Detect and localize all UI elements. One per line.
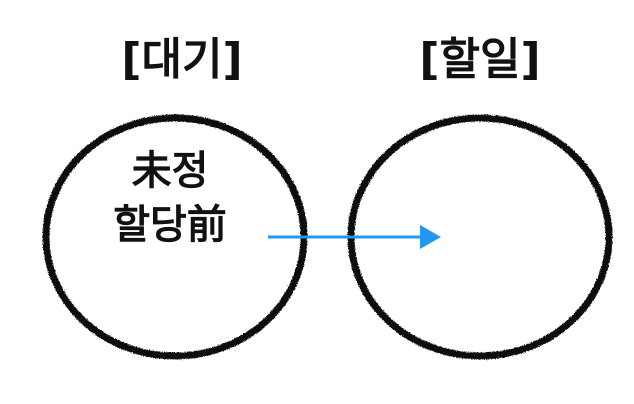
- waiting-label-line2: 할당前: [113, 202, 227, 248]
- waiting-label-line1: 未정: [131, 148, 209, 194]
- todo-title: [할일]: [419, 34, 541, 85]
- waiting-title: [대기]: [121, 34, 243, 85]
